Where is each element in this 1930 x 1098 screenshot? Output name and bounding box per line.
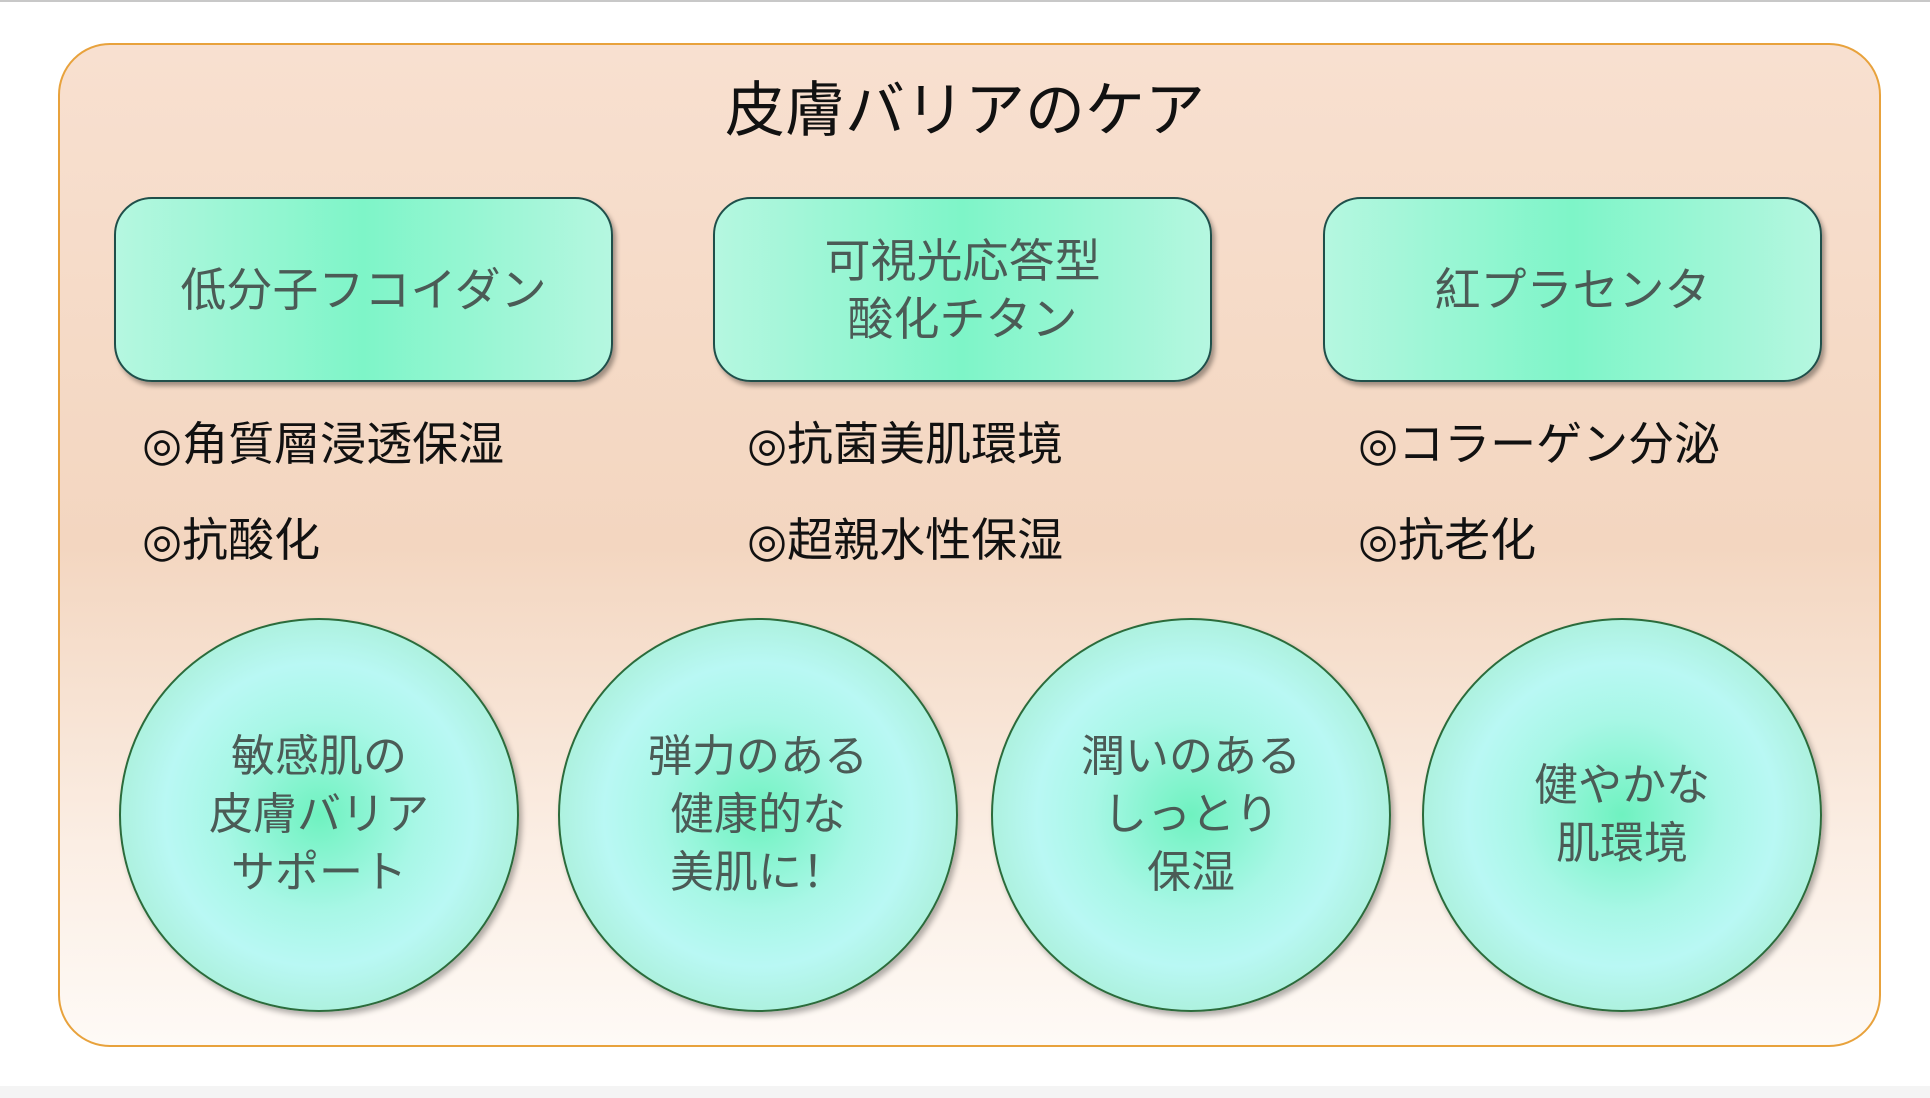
- result-line: 健康的な: [670, 789, 846, 840]
- result-circle-moisture: 潤いのある しっとり 保湿: [991, 618, 1391, 1012]
- ingredient-box-placenta: 紅プラセンタ: [1323, 197, 1822, 382]
- benefit-item: ◎抗菌美肌環境: [747, 417, 1064, 471]
- result-line: 弾力のある: [648, 731, 868, 782]
- benefit-item: ◎抗酸化: [142, 513, 321, 567]
- benefit-item: ◎抗老化: [1358, 513, 1537, 567]
- result-circle-sensitive-skin: 敏感肌の 皮膚バリア サポート: [119, 618, 519, 1012]
- diagram-title: 皮膚バリアのケア: [725, 76, 1205, 146]
- benefit-item: ◎超親水性保湿: [747, 513, 1064, 567]
- ingredient-name: 紅プラセンタ: [1434, 262, 1711, 317]
- result-line: サポート: [231, 847, 407, 898]
- result-line: 敏感肌の: [231, 731, 407, 782]
- bottom-band: [0, 1086, 1930, 1098]
- ingredient-box-fucoidan: 低分子フコイダン: [114, 197, 613, 382]
- result-line: 肌環境: [1556, 818, 1688, 869]
- result-line: 保湿: [1147, 847, 1235, 898]
- result-line: しっとり: [1103, 789, 1279, 840]
- benefit-item: ◎角質層浸透保湿: [142, 417, 505, 471]
- top-divider: [0, 0, 1930, 2]
- result-line: 健やかな: [1534, 760, 1710, 811]
- result-circle-elasticity: 弾力のある 健康的な 美肌に！: [558, 618, 958, 1012]
- result-line: 潤いのある: [1081, 731, 1301, 782]
- ingredient-box-titanium: 可視光応答型 酸化チタン: [713, 197, 1212, 382]
- ingredient-name: 酸化チタン: [847, 291, 1078, 346]
- ingredient-name: 可視光応答型: [824, 233, 1101, 288]
- ingredient-name: 低分子フコイダン: [180, 262, 547, 317]
- result-line: 美肌に！: [670, 847, 846, 898]
- result-circle-healthy-skin: 健やかな 肌環境: [1422, 618, 1822, 1012]
- result-line: 皮膚バリア: [209, 789, 429, 840]
- benefit-item: ◎コラーゲン分泌: [1358, 417, 1721, 471]
